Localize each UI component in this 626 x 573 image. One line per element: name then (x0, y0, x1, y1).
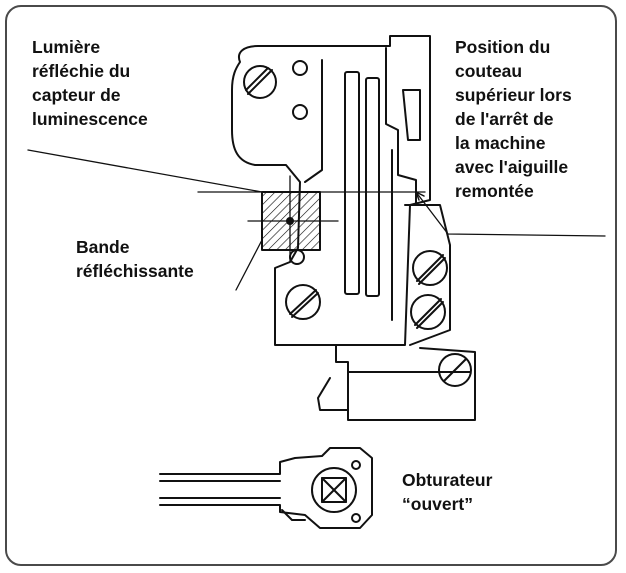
label-knife-position: Position du couteau supérieur lors de l'… (455, 37, 572, 201)
label-reflective-band: Bande réfléchissante (76, 237, 194, 281)
screw-top-left (243, 65, 277, 99)
shutter-assembly (159, 447, 373, 529)
side-arm (385, 47, 417, 206)
label-reflected-light: Lumière réfléchie du capteur de luminesc… (32, 37, 148, 129)
screw-base (438, 353, 472, 387)
screw-bottom-left (285, 284, 321, 320)
screw-knife-lower (410, 294, 446, 330)
side-arm-detail (402, 89, 421, 141)
needle-bar-slot-right (365, 77, 380, 297)
screw-knife-upper (412, 250, 448, 286)
hole-top (292, 60, 308, 76)
needle-bar-slot-left (344, 71, 360, 295)
lower-base (335, 344, 476, 421)
housing-body (231, 35, 431, 346)
leader-light (27, 149, 263, 193)
leader-knife (415, 191, 606, 237)
diagram-frame (5, 5, 617, 566)
knife-plate (404, 204, 451, 346)
leader-band (235, 239, 263, 291)
label-shutter-open: Obturateur “ouvert” (402, 470, 493, 514)
housing-inner-edge (304, 59, 323, 183)
hole-middle (292, 104, 308, 120)
